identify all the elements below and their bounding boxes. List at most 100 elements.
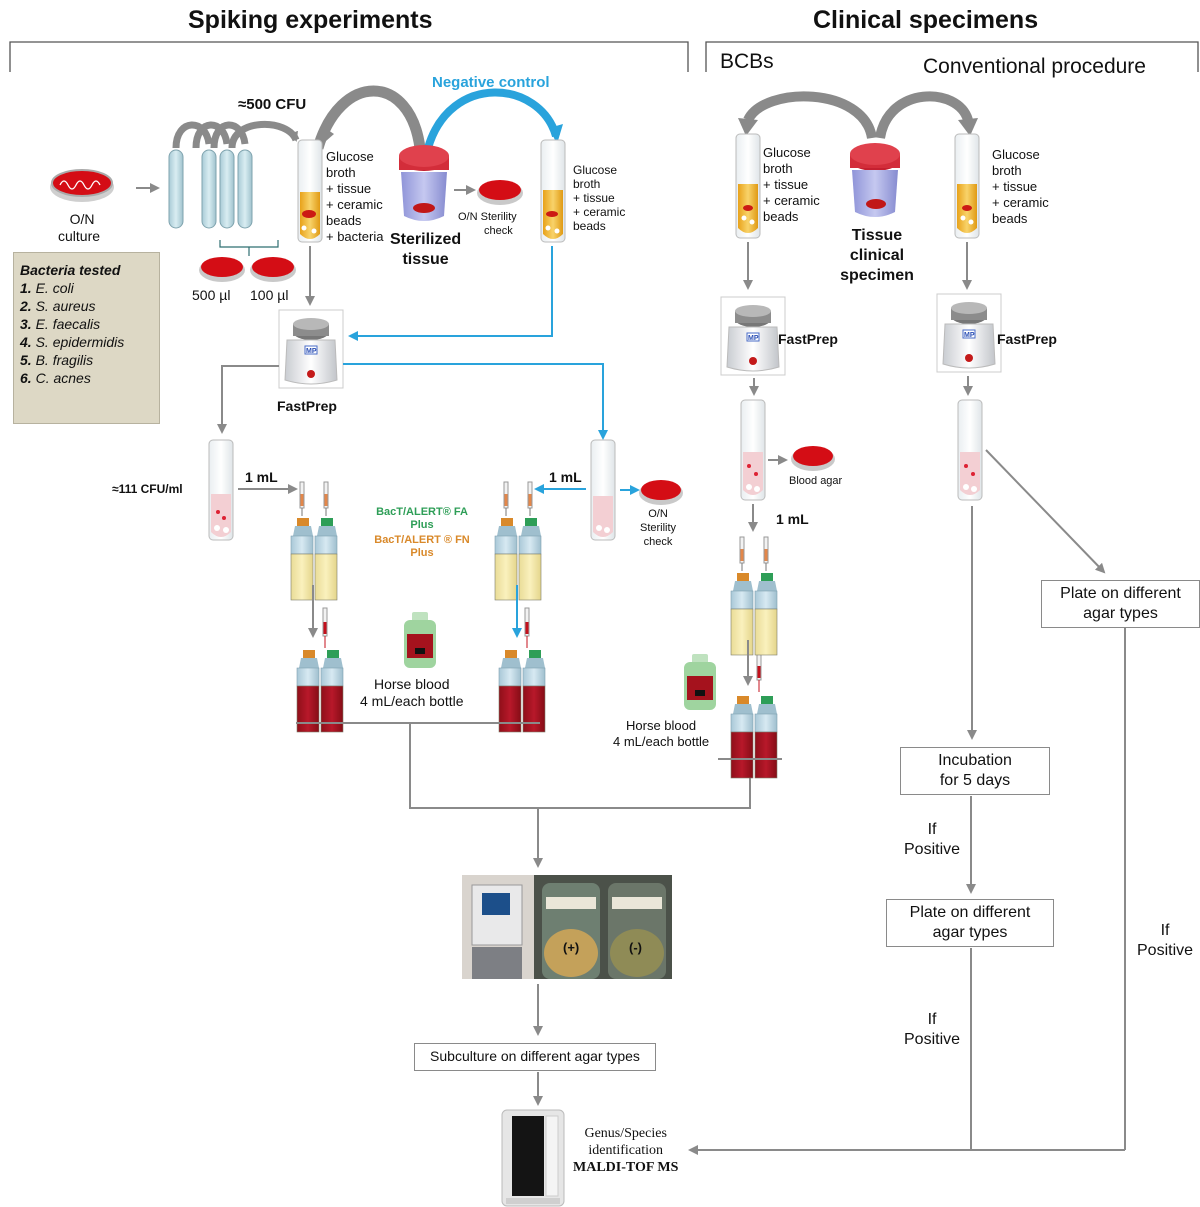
plate-100-label: 100 µl <box>250 287 289 303</box>
bacteria-item-number: 5. <box>20 352 36 368</box>
sterility-plate-2-icon <box>639 480 683 505</box>
blood-agar-label: Blood agar <box>789 475 843 487</box>
bacteria-item-name: E. coli <box>35 280 74 296</box>
culture-bottle-icon <box>290 518 314 601</box>
conventional-label: Conventional procedure <box>923 55 1146 78</box>
incubation-box: Incubation for 5 days <box>900 747 1050 795</box>
clinical-bracket <box>705 41 1199 72</box>
culture-bottle-icon <box>518 518 542 601</box>
negative-control-label: Negative control <box>432 74 550 91</box>
culture-plate-icon <box>50 169 114 202</box>
subculture-box: Subculture on different agar types <box>414 1043 656 1071</box>
bacteria-item: 2. S. aureus <box>20 297 153 315</box>
fastprep-label: FastPrep <box>277 398 337 414</box>
svg-text:MP: MP <box>748 335 759 342</box>
conventional-homogenate-tube-icon <box>957 399 983 501</box>
bacteria-title: Bacteria tested <box>20 262 121 278</box>
blood-agar-plate-icon <box>791 446 835 471</box>
bacteria-item-number: 1. <box>20 280 36 296</box>
one-ml-clinical-label: 1 mL <box>776 511 809 527</box>
bacteria-item-name: S. aureus <box>35 298 96 314</box>
blood-bottles-spiked-icon <box>296 607 762 733</box>
plate-100-icon <box>250 257 296 282</box>
culture-bottle-icon <box>754 573 778 656</box>
svg-text:MP: MP <box>306 348 317 355</box>
bacteria-item-number: 6. <box>20 370 36 386</box>
bcb-tube-icon <box>735 133 761 239</box>
culture-bottle-icon <box>320 650 344 733</box>
homogenate-tube-spiked-icon <box>208 439 234 541</box>
horse-blood-bag-icon <box>404 612 436 668</box>
bact-alert-instrument-photo <box>462 875 672 979</box>
horse-blood-bag-clinical-icon <box>684 654 716 710</box>
culture-bottle-icon <box>494 518 518 601</box>
tissue-cup-clinical-icon <box>850 143 900 217</box>
bacteria-item-name: C. acnes <box>35 370 91 386</box>
bacteria-item: 3. E. faecalis <box>20 315 153 333</box>
negative-control-tube-icon <box>540 139 566 243</box>
plate-500-icon <box>199 257 245 282</box>
fastprep-conventional-icon: MP <box>936 293 1002 373</box>
fastprep-device-icon: MP <box>278 309 344 389</box>
culture-bottle-icon <box>296 650 320 733</box>
culture-bottle-icon <box>730 696 754 779</box>
sterilized-tissue-cup-icon <box>399 145 449 221</box>
bacteria-item: 6. C. acnes <box>20 369 153 387</box>
dilution-tubes-icon <box>168 120 300 229</box>
fastprep-conventional-label: FastPrep <box>997 331 1057 347</box>
conventional-tube-icon <box>954 133 980 239</box>
bact-alert-bottles-spiked-icon <box>290 481 338 601</box>
bacteria-item-number: 4. <box>20 334 36 350</box>
cfu-500-label: ≈500 CFU <box>238 96 307 113</box>
bcb-homogenate-tube-icon <box>740 399 766 501</box>
homogenate-tube-negative-icon <box>590 439 616 541</box>
svg-text:MP: MP <box>964 332 975 339</box>
bacteria-item-name: B. fragilis <box>35 352 94 368</box>
spiking-title: Spiking experiments <box>188 6 433 34</box>
bcbs-label: BCBs <box>720 50 774 73</box>
bact-alert-bottles-clinical-icon <box>730 536 778 656</box>
culture-bottle-icon <box>730 573 754 656</box>
culture-bottle-icon <box>522 650 546 733</box>
blood-bottles-negative-icon <box>498 650 546 733</box>
bacteria-item-number: 2. <box>20 298 36 314</box>
fastprep-bcb-icon: MP <box>720 296 786 376</box>
bottle-positive-label: (+) <box>563 940 580 955</box>
bact-alert-bottles-negative-icon <box>494 481 542 601</box>
culture-bottle-icon <box>314 518 338 601</box>
bacteria-item-name: E. faecalis <box>35 316 101 332</box>
bacteria-item: 4. S. epidermidis <box>20 333 153 351</box>
spiked-tube-icon <box>297 139 323 243</box>
plate-500-label: 500 µl <box>192 287 231 303</box>
plate-different-right-box: Plate on different agar types <box>1041 580 1200 628</box>
clinical-title: Clinical specimens <box>813 6 1039 34</box>
bacteria-item: 1. E. coli <box>20 279 153 297</box>
bacteria-item-number: 3. <box>20 316 36 332</box>
blood-bottles-clinical-icon <box>730 696 778 779</box>
plate-different-mid-box: Plate on different agar types <box>886 899 1054 947</box>
culture-bottle-icon <box>498 650 522 733</box>
one-ml-left-label: 1 mL <box>245 469 278 485</box>
bottle-negative-label: (-) <box>629 940 642 955</box>
one-ml-right-label: 1 mL <box>549 469 582 485</box>
fastprep-bcb-label: FastPrep <box>778 331 838 347</box>
culture-bottle-icon <box>754 696 778 779</box>
